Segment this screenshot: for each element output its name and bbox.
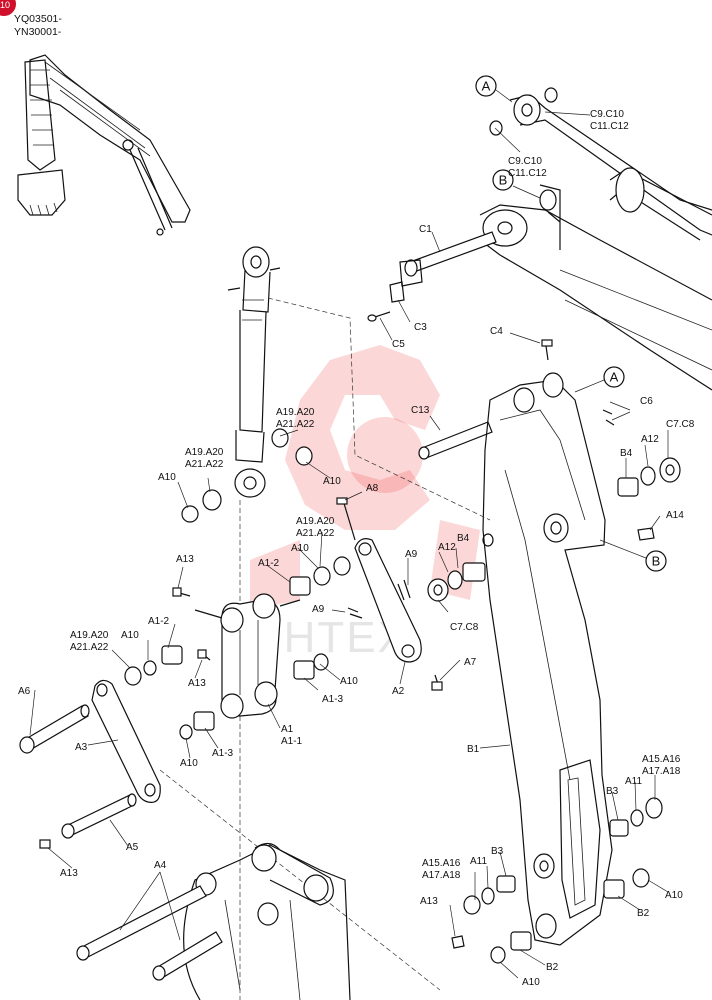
label-a10-4: A10 (121, 630, 139, 641)
label-a10-3: A10 (291, 543, 309, 554)
label-c3: C3 (414, 322, 427, 333)
pin-a5 (39, 793, 137, 849)
label-a13-2: A13 (188, 678, 206, 689)
svg-text:A: A (482, 79, 491, 94)
label-a13-4: A13 (420, 896, 438, 907)
label-a1-1: A1-1 (281, 736, 303, 747)
pin-c13 (418, 421, 493, 460)
label-a2: A2 (392, 686, 405, 697)
label-a15-left-1: A15.A16 (422, 858, 461, 869)
svg-text:A: A (610, 370, 619, 385)
label-a3: A3 (75, 742, 88, 753)
bolt-c4 (541, 339, 553, 361)
label-a6: A6 (18, 686, 31, 697)
arm-right-bushings (427, 409, 681, 964)
label-b2-right: B2 (637, 908, 650, 919)
svg-text:B: B (652, 554, 661, 569)
serial-range-2: YN30001- (14, 26, 62, 38)
label-c6: C6 (640, 396, 653, 407)
label-a7: A7 (464, 657, 477, 668)
leader-lines (29, 111, 669, 979)
link-a2 (313, 497, 443, 691)
callout-a-right: A (574, 366, 625, 393)
arm-b1 (482, 372, 613, 946)
label-a19-top-1: A19.A20 (276, 407, 315, 418)
label-a19-mid-1: A19.A20 (296, 516, 335, 527)
label-a12-top: A12 (641, 434, 659, 445)
callout-b-right: B (599, 539, 667, 572)
label-c1: C1 (419, 224, 432, 235)
label-a10-8: A10 (522, 977, 540, 988)
label-a10-1: A10 (323, 476, 341, 487)
label-c9-top-2: C11.C12 (590, 121, 629, 132)
link-a3 (91, 679, 161, 803)
label-a1-3-low: A1-3 (212, 748, 234, 759)
label-c9-mid-1: C9.C10 (508, 156, 542, 167)
label-a10-5: A10 (340, 676, 358, 687)
excavator-overview-illustration (17, 54, 191, 236)
label-a8: A8 (366, 483, 379, 494)
svg-text:B: B (499, 173, 508, 188)
label-c7c8-right: C7.C8 (666, 419, 695, 430)
label-a15-left-2: A17.A18 (422, 870, 461, 881)
label-b3-right: B3 (606, 786, 619, 797)
label-a14: A14 (666, 510, 684, 521)
link-a1 (124, 576, 329, 740)
label-c5: C5 (392, 339, 405, 350)
label-a1: A1 (281, 724, 294, 735)
callout-b-top: B (492, 169, 541, 199)
part-labels: C9.C10 C11.C12 C9.C10 C11.C12 C1 C3 C5 C… (18, 109, 695, 988)
boom-end-assembly (479, 87, 712, 391)
label-b3-left: B3 (491, 846, 504, 857)
label-a19-left-2: A21.A22 (185, 459, 224, 470)
label-a5: A5 (126, 842, 139, 853)
label-a11-right: A11 (625, 776, 642, 787)
reference-line-1 (267, 297, 491, 521)
label-a11-left: A11 (470, 856, 487, 867)
reference-line-3 (159, 769, 441, 991)
label-b4-mid: B4 (457, 533, 470, 544)
pin-a4-lower (152, 931, 223, 981)
label-a1-3-mid: A1-3 (322, 694, 344, 705)
pin-a4-upper (76, 885, 207, 961)
pin-a6 (19, 704, 90, 754)
label-b4-top: B4 (620, 448, 633, 459)
label-a10-7: A10 (665, 890, 683, 901)
label-b2-left: B2 (546, 962, 559, 973)
label-a19-left-1: A19.A20 (185, 447, 224, 458)
label-a10-2: A10 (158, 472, 176, 483)
label-a19-low-2: A21.A22 (70, 642, 109, 653)
bucket-bracket (183, 842, 351, 1000)
label-c9-mid-2: C11.C12 (508, 168, 547, 179)
label-c7c8-mid: C7.C8 (450, 622, 479, 633)
label-a9-a: A9 (405, 549, 418, 560)
pin-c1 (367, 231, 497, 322)
label-a13-3: A13 (60, 868, 78, 879)
label-a19-low-1: A19.A20 (70, 630, 109, 641)
label-c4: C4 (490, 326, 503, 337)
label-a15-right-2: A17.A18 (642, 766, 681, 777)
bucket-cylinder (227, 246, 281, 498)
page-number-badge (0, 0, 16, 16)
label-a4: A4 (154, 860, 167, 871)
label-b1: B1 (467, 744, 480, 755)
label-c9-top-1: C9.C10 (590, 109, 624, 120)
cylinder-washers (181, 428, 313, 523)
label-a15-right-1: A15.A16 (642, 754, 681, 765)
label-a13-1: A13 (176, 554, 194, 565)
label-a1-2-left: A1-2 (148, 616, 170, 627)
label-a10-6: A10 (180, 758, 198, 769)
label-a9-b: A9 (312, 604, 325, 615)
label-a1-2-top: A1-2 (258, 558, 280, 569)
label-a12-mid: A12 (438, 542, 456, 553)
page-number: 10 (0, 0, 10, 10)
callout-a-top: A (475, 75, 513, 103)
label-a19-mid-2: A21.A22 (296, 528, 335, 539)
label-c13: C13 (411, 405, 430, 416)
serial-range-1: YQ03501- (14, 13, 62, 25)
label-a19-top-2: A21.A22 (276, 419, 315, 430)
